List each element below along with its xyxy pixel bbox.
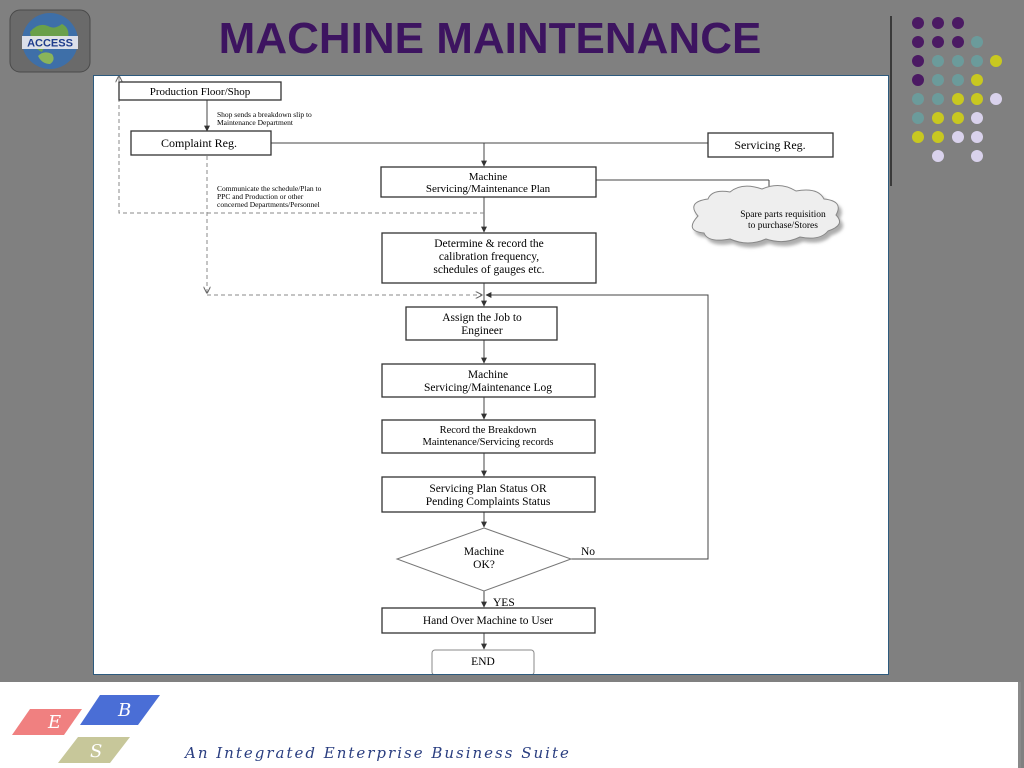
node-maintenance-log: Machine Servicing/Maintenance Log xyxy=(381,363,596,398)
log-line1: Machine xyxy=(468,369,508,381)
dot-row-1 xyxy=(912,17,964,29)
node-hand-over: Hand Over Machine to User xyxy=(381,607,596,634)
ebs-logo-e-shape xyxy=(12,709,82,735)
ebs-logo-letter-b: B xyxy=(117,700,131,721)
node-assign-engineer: Assign the Job to Engineer xyxy=(405,306,558,341)
note-shop-line2: Maintenance Department xyxy=(217,118,294,127)
page-title: MACHINE MAINTENANCE xyxy=(218,14,762,63)
log-line2: Servicing/Maintenance Log xyxy=(424,382,552,394)
dot-row-5 xyxy=(912,93,1002,105)
logo-text: ACCESS xyxy=(27,38,73,50)
status-line2: Pending Complaints Status xyxy=(426,496,551,508)
plan-line2: Servicing/Maintenance Plan xyxy=(426,183,551,195)
record-line1: Record the Breakdown xyxy=(440,425,538,436)
dashed-return-to-production xyxy=(119,76,484,214)
status-line1: Servicing Plan Status OR xyxy=(429,483,547,495)
node-maintenance-plan: Machine Servicing/Maintenance Plan xyxy=(380,166,597,198)
dot-row-2 xyxy=(912,36,983,48)
production-floor-label: Production Floor/Shop xyxy=(150,86,251,98)
note-shop-sends: Shop sends a breakdown slip to Maintenan… xyxy=(217,110,312,127)
note-comm-line3: concerned Departments/Personnel xyxy=(217,200,320,209)
record-line2: Maintenance/Servicing records xyxy=(423,437,554,448)
label-no: No xyxy=(581,546,595,558)
ebs-logo: E B S xyxy=(12,695,160,763)
label-yes: YES xyxy=(493,597,515,609)
dot-row-6 xyxy=(912,112,983,124)
end-label: END xyxy=(471,656,495,668)
ebs-logo-letter-s: S xyxy=(90,741,102,762)
dot-row-3 xyxy=(912,55,1002,67)
assign-line2: Engineer xyxy=(461,325,503,337)
flowchart-panel: Production Floor/Shop Shop sends a break… xyxy=(93,75,889,675)
handover-label: Hand Over Machine to User xyxy=(423,615,553,627)
maintenance-flowchart: Production Floor/Shop Shop sends a break… xyxy=(94,76,841,674)
node-production-floor: Production Floor/Shop xyxy=(118,81,282,101)
decision-line1: Machine xyxy=(464,546,504,558)
complaint-reg-label: Complaint Reg. xyxy=(161,136,237,150)
ebs-logo-letter-e: E xyxy=(47,712,61,733)
ebs-logo-b-shape xyxy=(80,695,160,725)
dot-row-8 xyxy=(932,150,983,162)
node-plan-status: Servicing Plan Status OR Pending Complai… xyxy=(381,476,596,513)
note-comm-line2: PPC and Production or other xyxy=(217,192,304,201)
spare-line2: to purchase/Stores xyxy=(748,221,818,231)
node-servicing-reg: Servicing Reg. xyxy=(707,132,834,158)
node-end: END xyxy=(431,649,535,674)
note-shop-line1: Shop sends a breakdown slip to xyxy=(217,110,312,119)
dot-row-7 xyxy=(912,131,983,143)
ebs-logo-s-shape xyxy=(58,737,130,763)
note-comm-line1: Communicate the schedule/Plan to xyxy=(217,184,322,193)
dashed-connectors xyxy=(119,76,484,295)
calib-line3: schedules of gauges etc. xyxy=(433,264,544,276)
assign-line1: Assign the Job to xyxy=(442,312,522,324)
decision-line2: OK? xyxy=(473,559,495,571)
dot-row-4 xyxy=(912,74,983,86)
node-spare-parts-cloud: Spare parts requisition to purchase/Stor… xyxy=(691,185,841,244)
note-communicate: Communicate the schedule/Plan to PPC and… xyxy=(217,184,322,209)
divider-line xyxy=(890,16,892,186)
node-decision-machine-ok: Machine OK? xyxy=(395,527,573,592)
decorative-dot-grid xyxy=(912,17,1002,162)
servicing-reg-label: Servicing Reg. xyxy=(734,138,805,152)
spare-line1: Spare parts requisition xyxy=(740,210,826,220)
node-record-breakdown: Record the Breakdown Maintenance/Servici… xyxy=(381,419,596,454)
footer-tagline: An Integrated Enterprise Business Suite xyxy=(185,744,571,762)
access-logo: ACCESS xyxy=(9,9,91,73)
footer: E B S An Integrated Enterprise Business … xyxy=(0,682,1021,768)
node-complaint-reg: Complaint Reg. xyxy=(130,130,272,156)
plan-line1: Machine xyxy=(469,171,508,183)
connectors xyxy=(204,100,772,650)
node-calibration: Determine & record the calibration frequ… xyxy=(381,232,597,284)
connector-no-loop xyxy=(485,292,709,560)
calib-line1: Determine & record the xyxy=(434,238,544,250)
calib-line2: calibration frequency, xyxy=(439,251,539,263)
